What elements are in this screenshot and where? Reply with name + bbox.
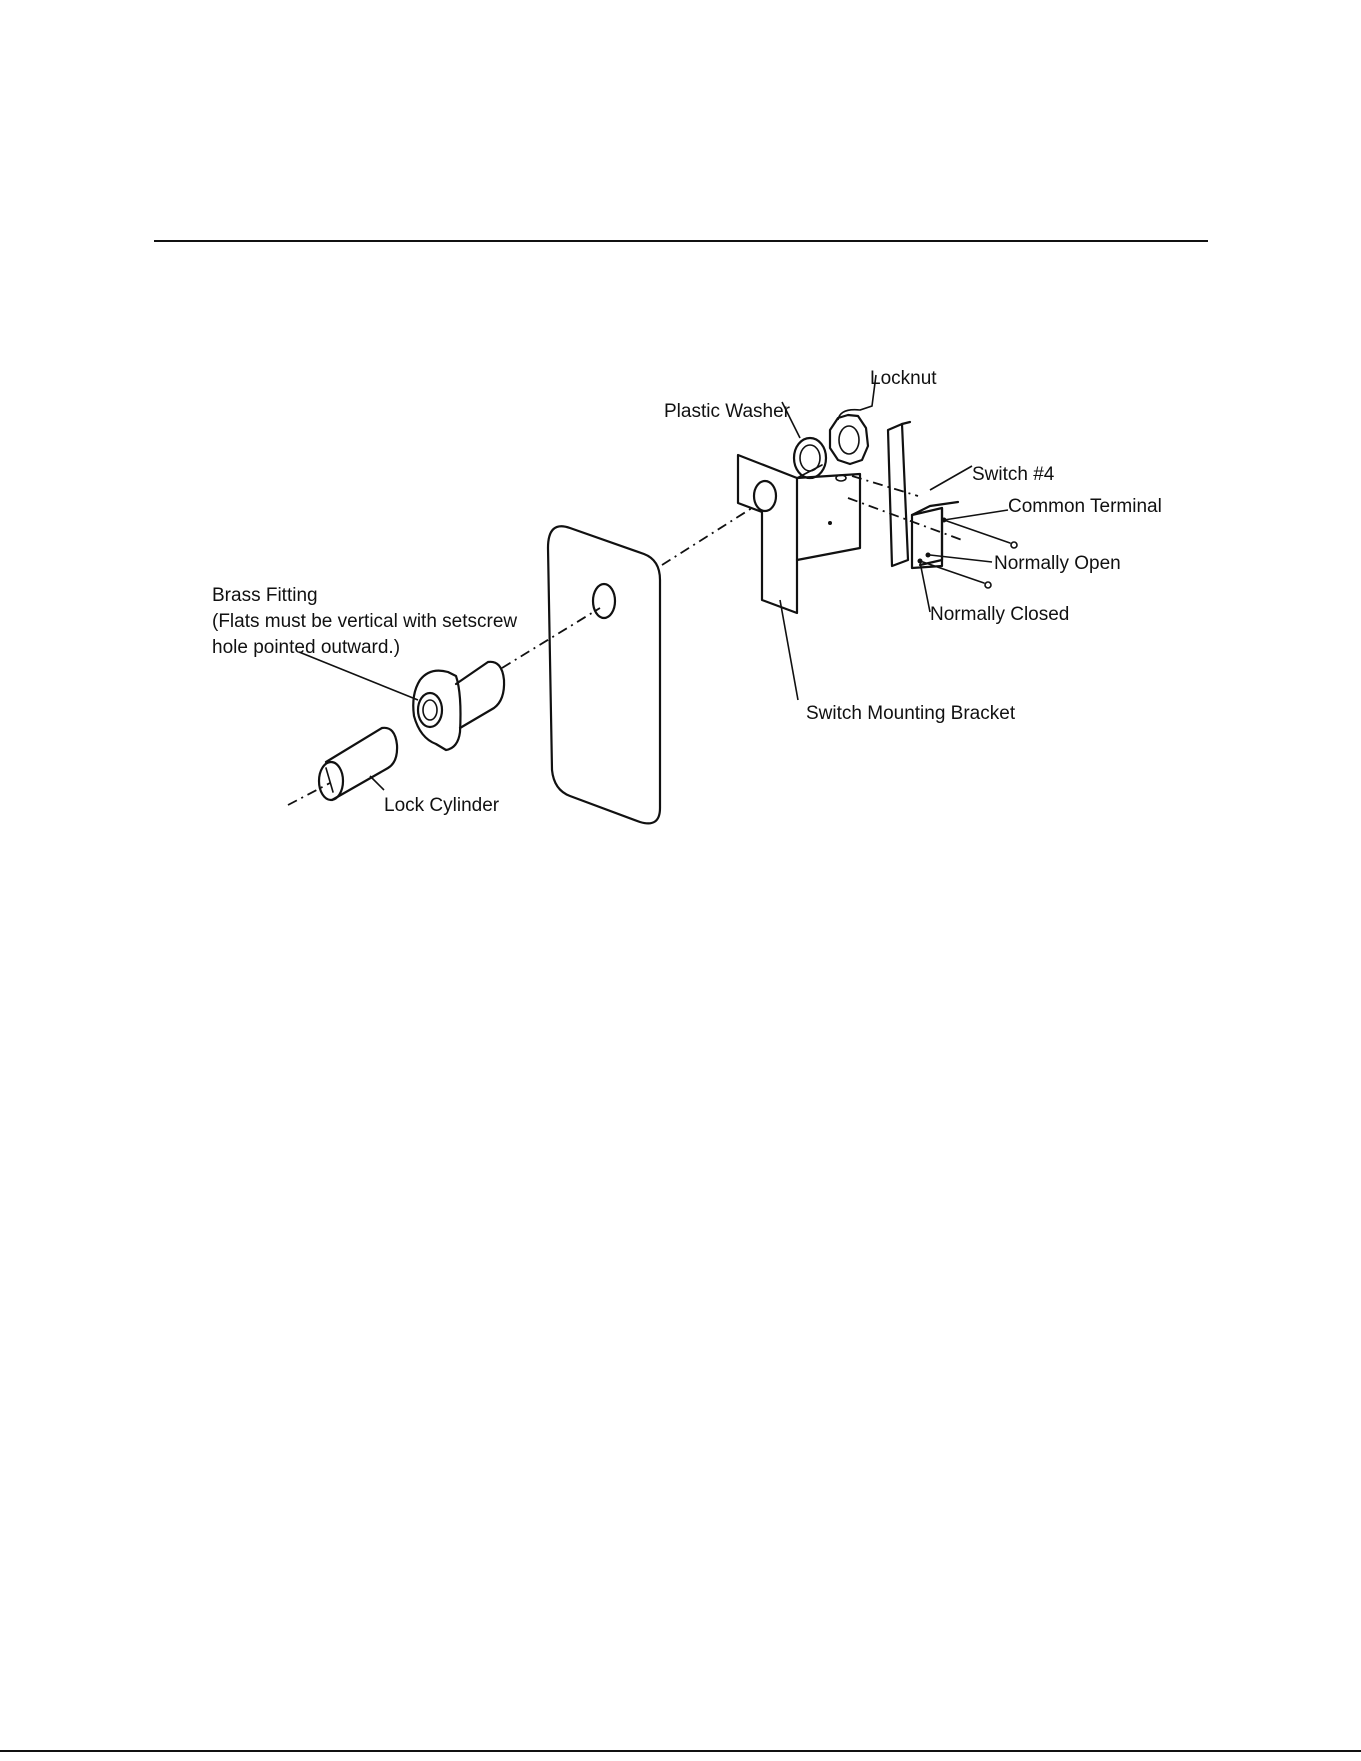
label-brass-note-line2: hole pointed outward.) bbox=[212, 637, 400, 658]
label-normally-open: Normally Open bbox=[994, 553, 1121, 574]
label-normally-closed: Normally Closed bbox=[930, 604, 1069, 625]
label-lock-cylinder: Lock Cylinder bbox=[384, 795, 500, 816]
label-brass-note-line1: (Flats must be vertical with setscrew bbox=[212, 611, 517, 632]
switch-mounting-bracket bbox=[738, 455, 860, 613]
lock-cylinder bbox=[319, 728, 397, 800]
label-switch-mounting-bracket: Switch Mounting Bracket bbox=[806, 703, 1016, 724]
mounting-panel bbox=[548, 526, 660, 823]
label-common-terminal: Common Terminal bbox=[1008, 496, 1162, 517]
brass-fitting bbox=[413, 662, 504, 750]
locknut bbox=[830, 415, 868, 464]
label-locknut: Locknut bbox=[870, 368, 937, 389]
label-brass-fitting: Brass Fitting bbox=[212, 585, 318, 606]
footer-rule bbox=[0, 1750, 1361, 1752]
label-switch-4: Switch #4 bbox=[972, 464, 1055, 485]
label-plastic-washer: Plastic Washer bbox=[664, 401, 791, 422]
